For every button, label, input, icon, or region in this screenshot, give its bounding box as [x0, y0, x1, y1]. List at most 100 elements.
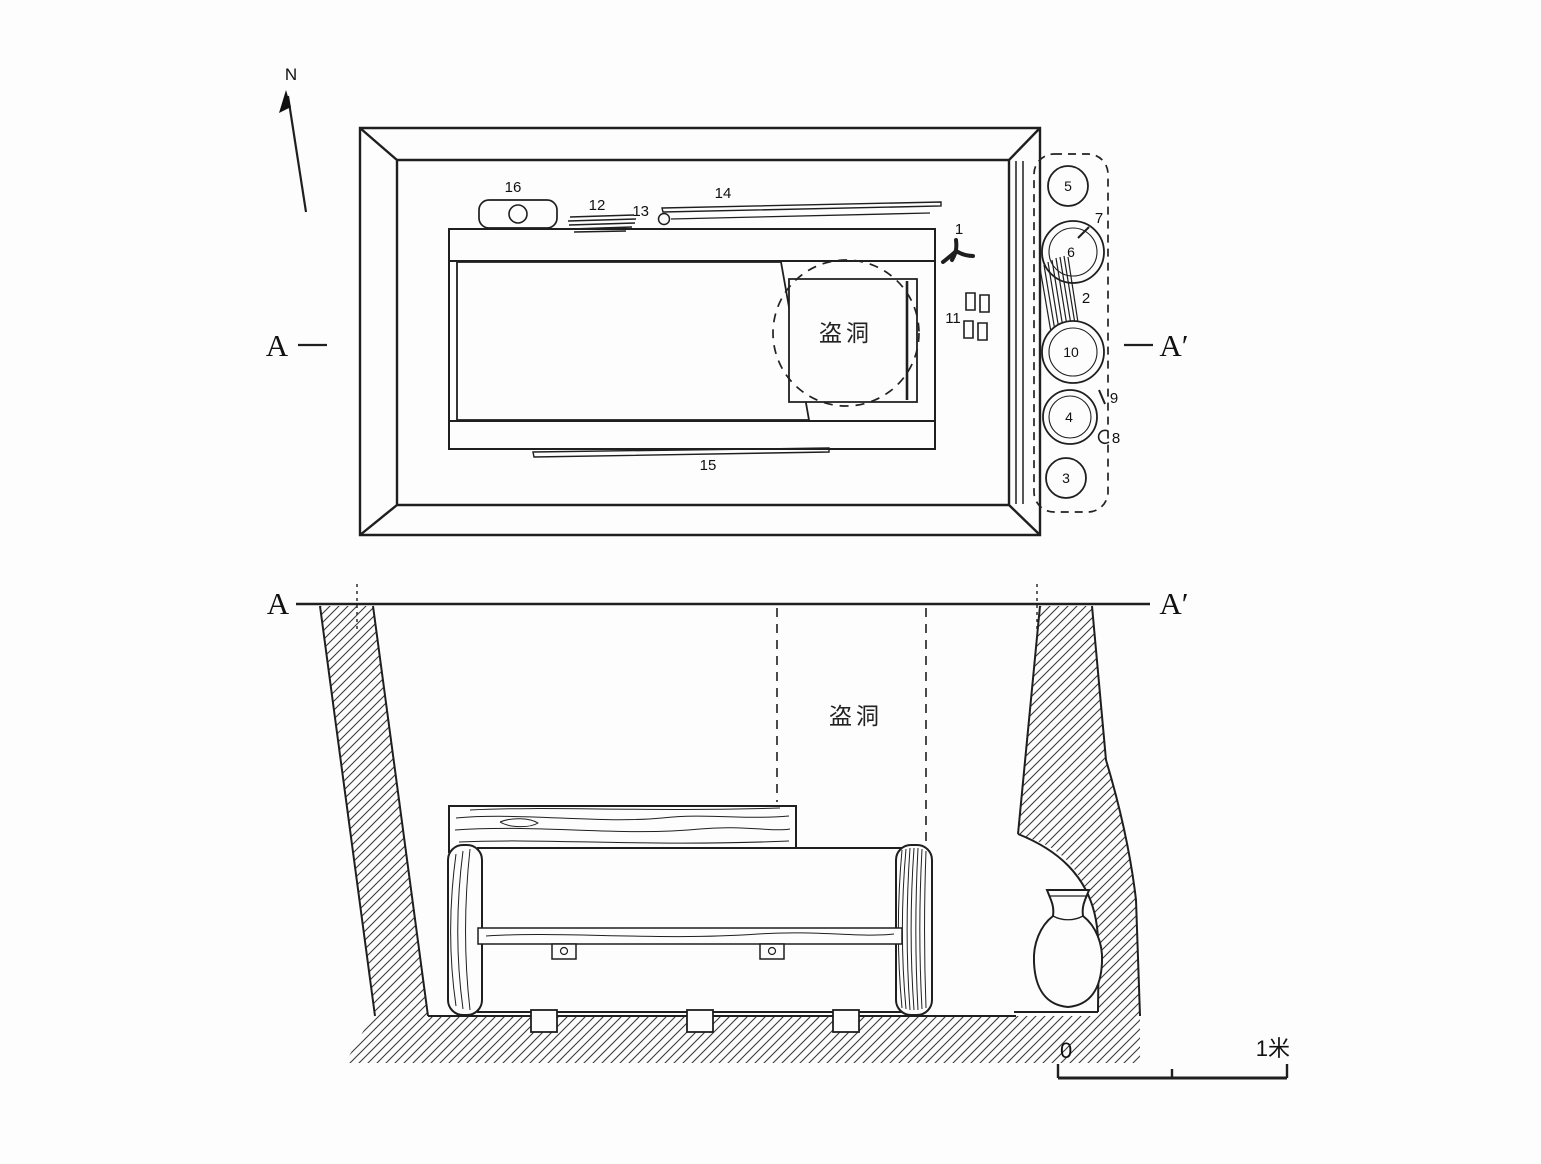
floor-hatch [345, 1016, 1140, 1063]
artifact-7-shape [1077, 226, 1090, 239]
shelf-grain [485, 932, 895, 938]
artifact-1: 1 [941, 221, 975, 264]
artifact-12: 12 [567, 197, 637, 233]
coffin-left-end-grain [450, 848, 471, 1011]
shelf-cleat-right-peg [767, 946, 777, 956]
artifact-label-7: 7 [1095, 210, 1103, 227]
coffin-plan [456, 261, 811, 421]
left-wall-hatch [320, 606, 428, 1016]
artifact-label-11: 11 [945, 310, 961, 327]
robber-hole-label-plan: 盗洞 [819, 320, 873, 346]
artifact-13: 13 [632, 203, 931, 226]
plan-view: 盗洞 16 12 13 14 1 [266, 126, 1189, 537]
artifact-15-rod [532, 447, 830, 458]
section-label-a-prime: A′ [1159, 586, 1188, 621]
niche-dashed-outline [1033, 153, 1109, 513]
north-arrow-shaft [286, 95, 308, 213]
artifact-14-rod [661, 201, 942, 213]
artifact-1-shape [941, 238, 975, 264]
pot-label-3: 3 [1062, 470, 1070, 486]
artifact-11: 11 [945, 292, 990, 341]
scale-meter-label: 1米 [1256, 1036, 1290, 1061]
coffin-left-end [447, 844, 483, 1016]
coffin-foot-right [832, 1009, 860, 1033]
artifact-9-shape [1098, 389, 1106, 405]
left-wall-section [319, 605, 429, 1017]
coffin-end-disturbed-area [788, 278, 918, 403]
artifact-14: 14 [661, 185, 942, 213]
burial-chamber-plan [448, 228, 936, 450]
plan-section-label-a-prime: A′ [1159, 328, 1188, 363]
right-wall-hatch [1018, 606, 1140, 1016]
robber-hole-plan: 盗洞 [772, 259, 920, 407]
pot-circle-5 [1047, 165, 1089, 207]
artifact-label-2: 2 [1082, 290, 1090, 307]
robber-hole-label-section: 盗洞 [829, 703, 883, 729]
pot-label-10: 10 [1063, 344, 1079, 360]
niche-pot [1032, 889, 1104, 1009]
section-label-a: A [267, 586, 290, 621]
artifact-11-shape [963, 292, 990, 341]
artifact-16: 16 [478, 179, 558, 229]
robber-hole-dashed-lines [776, 608, 927, 844]
scale-bar: 0 1米 [1056, 1036, 1290, 1080]
floor-section [345, 1015, 1140, 1063]
artifact-label-1: 1 [955, 221, 963, 238]
east-niche-plan: 5 6 2 10 4 3 7 9 8 [1033, 153, 1120, 513]
artifact-12-shape [567, 214, 637, 233]
right-wall-outer-edge [1091, 605, 1141, 1017]
artifact-label-15: 15 [700, 457, 717, 474]
pot-label-6: 6 [1067, 244, 1075, 260]
north-arrow: N [279, 65, 308, 213]
right-wall-section [1014, 605, 1141, 1017]
pot-circle-3 [1045, 457, 1087, 499]
coffin-foot-middle [686, 1009, 714, 1033]
artifact-13-rod [670, 212, 931, 220]
pot-circle-4 [1042, 389, 1098, 445]
scale-bar-ticks [1056, 1064, 1289, 1078]
north-arrow-head [279, 90, 291, 113]
artifact-13-ring [657, 212, 671, 226]
artifact-label-8: 8 [1112, 430, 1120, 447]
coffin-shelf-plank [477, 927, 903, 945]
pot-shape [1032, 889, 1104, 1009]
projection-ticks [356, 584, 1038, 630]
pot-circle-6-inner [1048, 227, 1098, 277]
artifact-2-bundle [1039, 255, 1080, 339]
right-wall-inner-edge [1017, 605, 1041, 835]
artifact-label-9: 9 [1110, 390, 1118, 407]
pot-circle-10-inner [1048, 327, 1098, 377]
pot-circle-4-inner [1048, 395, 1092, 439]
pot-neck-line [1049, 895, 1087, 921]
pot-label-5: 5 [1064, 178, 1072, 194]
pot-circle-10 [1041, 320, 1105, 384]
artifact-label-13: 13 [632, 203, 649, 220]
plan-section-label-a: A [266, 328, 289, 363]
pot-label-4: 4 [1065, 409, 1073, 425]
robber-hole-circle [772, 259, 920, 407]
section-view: A A′ [267, 584, 1189, 1063]
shelf-cleat-left [551, 943, 577, 960]
artifact-16-shape [478, 199, 558, 229]
coffin-foot-left [530, 1009, 558, 1033]
artifact-16-ring [508, 204, 528, 224]
robber-hole-section: 盗洞 [776, 608, 927, 844]
left-wall-edges [319, 605, 429, 1017]
pit-outline-plan [358, 126, 1042, 537]
scale-zero-label: 0 [1060, 1038, 1072, 1063]
artifact-8-shape [1097, 429, 1110, 445]
niche-dome-outline [1017, 833, 1100, 1013]
artifact-label-14: 14 [715, 185, 732, 202]
artifact-label-12: 12 [589, 197, 606, 214]
chamber-lid [448, 805, 797, 853]
shelf-cleat-left-peg [559, 946, 569, 956]
lid-wood-grain [454, 807, 791, 844]
chamber-lid-section [448, 805, 797, 853]
east-ledge-lines [1015, 161, 1024, 504]
coffin-section [447, 844, 933, 1033]
artifact-15: 15 [532, 447, 830, 474]
north-label: N [285, 65, 297, 84]
shelf-cleat-right [759, 943, 785, 960]
artifact-label-16: 16 [505, 179, 522, 196]
